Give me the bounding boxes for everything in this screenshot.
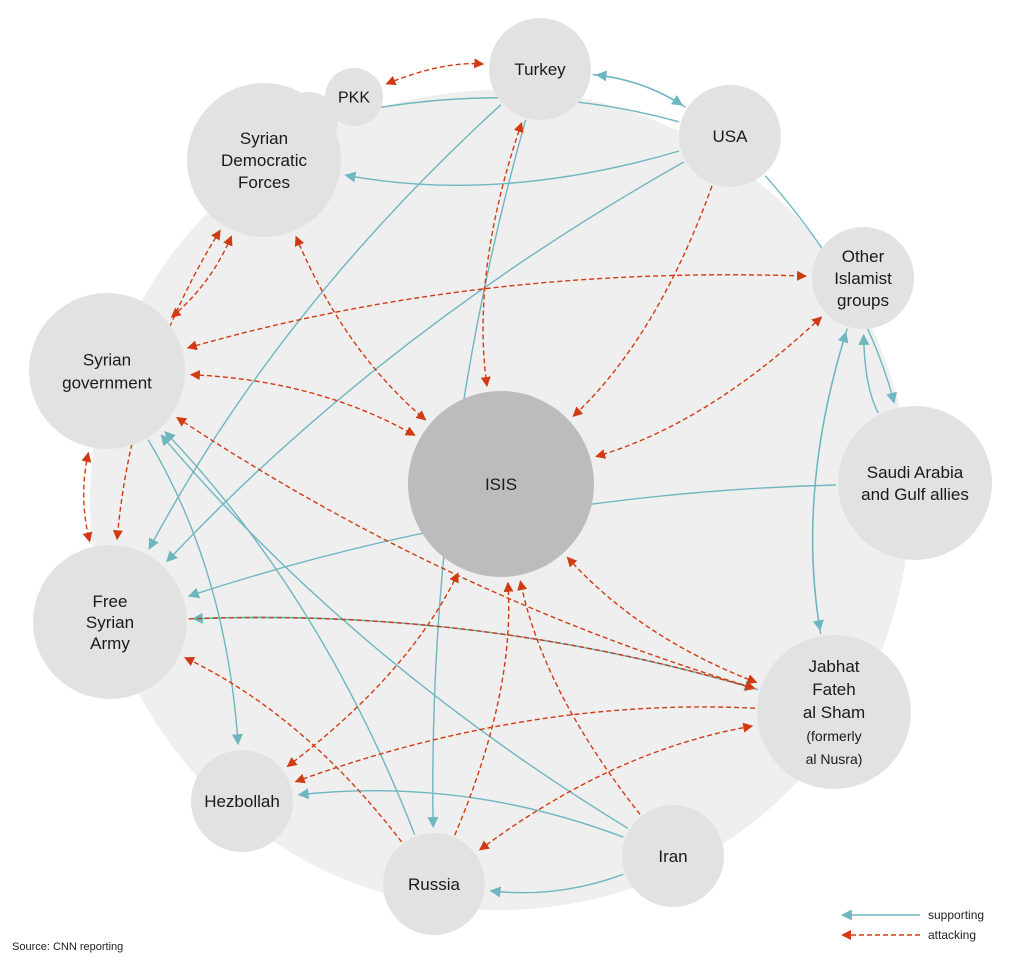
node-label-other: Other (842, 247, 885, 266)
attacking-edge-russia-to-fsa (183, 657, 403, 843)
node-syrgov: Syrian government (29, 293, 185, 449)
attacking-edge-isis-to-jabhat (566, 556, 758, 684)
node-label-jabhat: al Sham (803, 703, 865, 722)
node-label-isis: ISIS (485, 475, 517, 494)
node-label-other: groups (837, 291, 889, 310)
legend-attacking-label: attacking (928, 928, 976, 942)
attacking-edge-other-to-isis (595, 316, 823, 459)
attacking-edge-turkey-to-isis (480, 121, 524, 387)
supporting-edge-iran-to-russia (489, 873, 624, 898)
node-label-saudi: and Gulf allies (861, 485, 969, 504)
node-label-sdf: Syrian (240, 129, 288, 148)
node-label-iran: Iran (658, 847, 687, 866)
node-usa: USA (679, 85, 781, 187)
node-label-jabhat: Fateh (812, 680, 855, 699)
node-circle-iran (622, 805, 724, 907)
supporting-edge-usa-to-turkey (595, 70, 686, 108)
source-note: Source: CNN reporting (12, 941, 123, 953)
legend-supporting-label: supporting (928, 908, 984, 922)
node-label-jabhat: (formerly (806, 728, 861, 744)
node-pkk: PKK (325, 68, 383, 126)
attacking-edge-jabhat-to-hezbollah (294, 706, 756, 784)
node-circle-syrgov (29, 293, 185, 449)
node-circle-other (812, 227, 914, 329)
node-iran: Iran (622, 805, 724, 907)
node-label-sdf: Democratic (221, 151, 307, 170)
attacking-edge-syrgov-to-fsa (81, 451, 93, 543)
node-circle-turkey (489, 18, 591, 120)
node-saudi: Saudi Arabia and Gulf allies (838, 406, 992, 560)
node-label-hezbollah: Hezbollah (204, 792, 280, 811)
node-circle-sdf (187, 83, 341, 237)
node-label-jabhat: Jabhat (808, 657, 859, 676)
node-circle-isis (408, 391, 594, 577)
attacking-edge-syrgov-to-other (186, 270, 807, 351)
attacking-edge-fsa-to-jabhat (188, 616, 756, 691)
node-circle-jabhat (757, 635, 911, 789)
node-circle-hezbollah (191, 750, 293, 852)
node-label-turkey: Turkey (514, 60, 566, 79)
node-label-other: Islamist (834, 269, 892, 288)
node-circle-usa (679, 85, 781, 187)
attacking-edge-russia-to-jabhat (478, 722, 754, 851)
node-circle-pkk (325, 68, 383, 126)
node-label-sdf: Forces (238, 173, 290, 192)
nodes-layer: TurkeyPKKYPGSyrianDemocraticForcesUSAOth… (29, 18, 992, 935)
attacking-edge-isis-to-hezbollah (286, 572, 459, 768)
node-label-fsa: Free (93, 592, 128, 611)
node-turkey: Turkey (489, 18, 591, 120)
attacking-edge-syrgov-to-jabhat (176, 416, 756, 691)
node-circle-saudi (838, 406, 992, 560)
node-label-jabhat: al Nusra) (806, 751, 863, 767)
supporting-edge-turkey-to-usa (592, 73, 684, 106)
attacking-edge-iran-to-isis (517, 580, 641, 815)
node-hezbollah: Hezbollah (191, 750, 293, 852)
node-label-syrgov: government (62, 373, 152, 392)
supporting-edge-jabhat-to-other (812, 331, 849, 635)
node-label-usa: USA (713, 127, 749, 146)
node-label-saudi: Saudi Arabia (867, 463, 964, 482)
node-label-fsa: Army (90, 634, 130, 653)
node-isis: ISIS (408, 391, 594, 577)
attacking-edge-syrgov-to-isis (189, 370, 416, 436)
legend: supporting attacking (840, 908, 984, 942)
node-circle-russia (383, 833, 485, 935)
node-label-russia: Russia (408, 875, 461, 894)
node-label-pkk: PKK (338, 90, 370, 107)
attacking-edge-pkk-to-turkey (385, 58, 485, 86)
node-circle-fsa (33, 545, 187, 699)
edges-layer (81, 58, 897, 898)
node-russia: Russia (383, 833, 485, 935)
supporting-edge-saudi-to-other (858, 333, 879, 414)
node-label-fsa: Syrian (86, 613, 134, 632)
node-label-syrgov: Syrian (83, 350, 131, 369)
